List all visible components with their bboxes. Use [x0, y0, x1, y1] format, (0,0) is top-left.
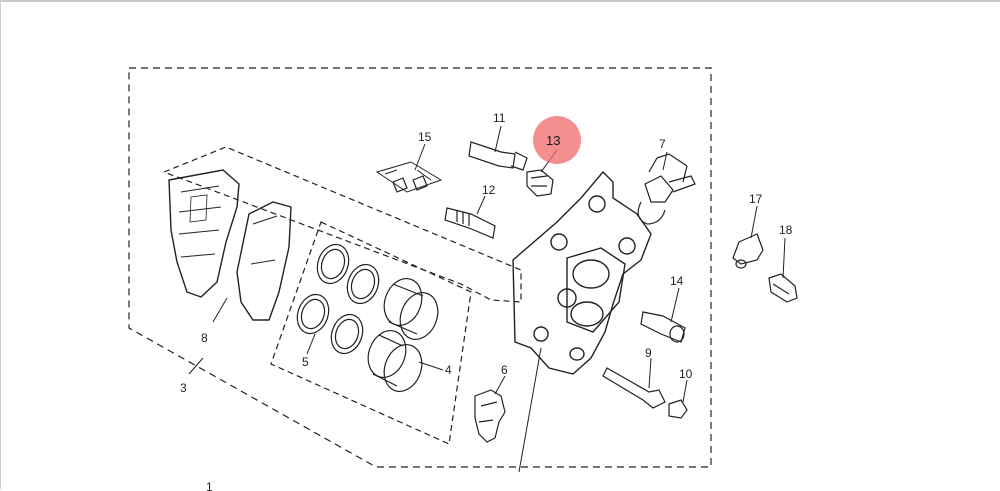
pad-spring	[375, 161, 443, 193]
brake-pad-right	[236, 201, 292, 321]
part-17-bracket	[732, 233, 764, 269]
caliper-body	[512, 170, 652, 375]
label-part-5: 5	[302, 355, 309, 369]
highlight-marker	[533, 116, 581, 164]
part-7-clip	[637, 153, 696, 225]
label-part-6: 6	[501, 363, 508, 377]
label-part-7: 7	[659, 137, 666, 151]
label-part-17: 17	[749, 192, 763, 206]
piston-seals	[296, 243, 380, 355]
part-10-nut	[668, 399, 688, 419]
label-part-4: 4	[445, 363, 452, 377]
label-part-1: 1	[206, 480, 213, 491]
part-6-retainer	[474, 389, 506, 443]
brake-pad-left	[168, 169, 240, 298]
leader-lines	[188, 125, 786, 473]
label-part-14: 14	[670, 274, 684, 288]
piston-kit-boundary	[270, 221, 472, 445]
part-18-bolt	[768, 273, 798, 303]
label-part-12: 12	[482, 183, 496, 197]
pad-kit-boundary	[162, 146, 522, 303]
label-part-11: 11	[493, 111, 506, 125]
part-9-bolt	[602, 367, 666, 409]
label-part-15: 15	[418, 130, 432, 144]
part-14-pin	[640, 311, 686, 343]
slide-pin-12	[444, 207, 496, 239]
assembly-boundary	[128, 67, 712, 468]
label-part-8: 8	[201, 331, 208, 345]
label-part-10: 10	[679, 367, 693, 381]
label-part-9: 9	[645, 346, 652, 360]
part-labels: 1 3 4 5 6 7 8 9 10 11 12 13 14 15 17 18	[180, 111, 793, 491]
label-part-13: 13	[546, 133, 560, 148]
pistons	[367, 278, 439, 392]
label-part-18: 18	[779, 223, 793, 237]
label-part-3: 3	[180, 381, 187, 395]
part-13-bleed-screw	[526, 169, 554, 197]
pad-pin-11	[468, 141, 528, 171]
